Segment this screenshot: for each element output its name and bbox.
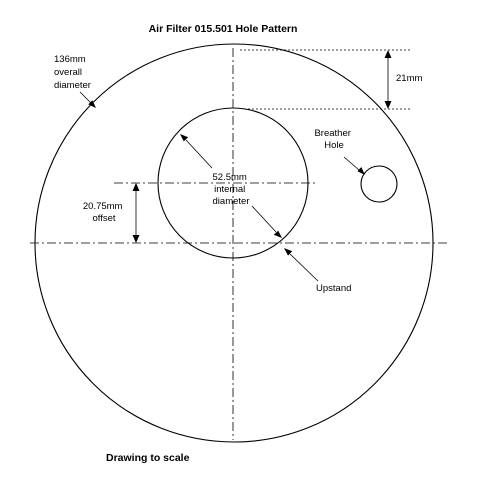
upstand-leader <box>289 253 319 282</box>
internal-diameter-leader-upper <box>185 139 213 169</box>
center-offset-arrow-up <box>132 183 140 191</box>
breather-hole-leader <box>343 156 360 171</box>
overall-diameter-leader <box>79 91 92 104</box>
internal-diameter-arrow-lower <box>273 230 282 238</box>
top-offset-arrow-up <box>384 50 392 58</box>
drawing-title: Air Filter 015.501 Hole Pattern <box>149 23 298 35</box>
breather-hole-circle <box>360 165 398 203</box>
center-offset-arrow-down <box>132 235 140 243</box>
top-offset-label: 21mm <box>396 73 422 84</box>
internal-diameter-arrow-upper <box>180 134 189 142</box>
overall-diameter-arrow <box>88 100 96 108</box>
drawing-footer: Drawing to scale <box>106 452 190 464</box>
internal-diameter-label: 52.5mm internal diameter <box>213 172 250 207</box>
overall-diameter-label: 136mm overall diameter <box>54 54 91 91</box>
breather-hole-arrow <box>357 167 365 175</box>
breather-hole-label: Breather Hole <box>314 128 353 151</box>
internal-diameter-leader-lower <box>251 205 277 233</box>
upstand-arrow <box>284 248 293 256</box>
top-offset-arrow-down <box>384 101 392 109</box>
upstand-label: Upstand <box>316 283 351 294</box>
center-offset-label: 20.75mm offset <box>83 201 125 224</box>
